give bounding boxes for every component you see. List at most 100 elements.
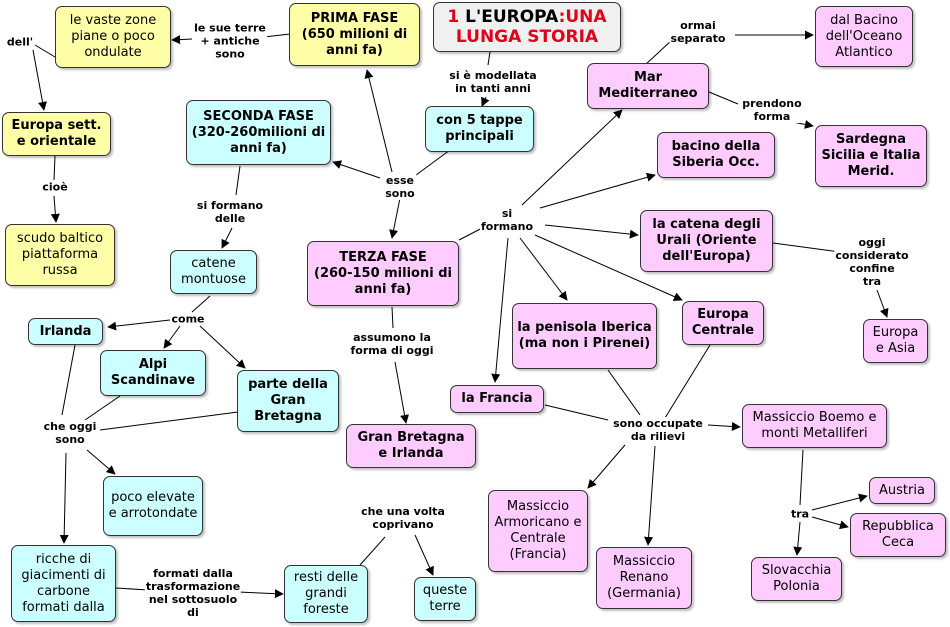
link-line [221,227,233,249]
link-line [664,344,711,419]
link-line [811,493,868,511]
link-line [32,49,47,111]
link-line [389,197,401,239]
link-line [811,516,849,530]
link-line [115,587,149,591]
map-title: 1 L'EUROPA:UNA LUNGA STORIA [433,2,621,52]
node-queste-terre[interactable]: queste terre [414,577,476,621]
link-line [487,51,491,66]
node-scudo[interactable]: scudo baltico piattaforma russa [5,224,115,286]
label-formati-dalla: formati dalla trasformazione nel sottosu… [144,567,242,619]
label-le-sue-terre: le sue terre + antiche sono [193,21,267,61]
node-seconda-fase[interactable]: SECONDA FASE (320-260milioni di anni fa) [186,100,331,165]
node-vaste-zone[interactable]: le vaste zone piane o poco ondulate [55,6,171,68]
node-catene[interactable]: catene montuose [170,250,257,294]
link-line [481,96,490,107]
node-gran-bretagna-parte[interactable]: parte della Gran Bretagna [237,370,339,432]
title-part1: L'EUROPA [459,7,559,27]
link-line [237,589,284,599]
link-line [359,536,386,566]
link-line [86,449,116,475]
node-repubblica-ceca[interactable]: Repubblica Ceca [850,513,946,557]
title-number: 1 [447,7,460,27]
node-bacino-atlantico[interactable]: dal Bacino dell'Oceano Atlantico [815,6,913,67]
link-line [708,91,739,105]
link-line [519,237,568,301]
link-line [199,325,246,369]
link-line [707,422,741,431]
node-francia[interactable]: la Francia [450,385,544,413]
label-si-formano-delle: si formano delle [195,199,265,225]
link-line [53,155,56,181]
link-line [644,445,656,546]
link-line [235,165,241,196]
link-line [84,395,121,421]
link-line [364,69,393,173]
title-part2: UNA LUNGA STORIA [455,7,607,47]
label-assumono: assumono la forma di oggi [349,331,435,357]
link-line [521,109,623,206]
link-line [799,449,804,506]
node-irlanda[interactable]: Irlanda [28,318,103,345]
link-line [544,404,609,421]
label-esse-sono: esse sono [384,174,416,200]
link-line [539,172,656,209]
link-line [163,325,181,349]
node-resti-foreste[interactable]: resti delle grandi foreste [284,565,368,623]
label-che-oggi-sono: che oggi sono [42,420,98,446]
label-si-modellata: si è modellata in tanti anni [448,69,538,95]
label-sono-occupate: sono occupate da rilievi [612,417,704,443]
link-line [394,361,409,424]
link-line [391,306,394,329]
node-ricche-carbone[interactable]: ricche di giacimenti di carbone formati … [11,545,116,622]
node-massiccio-boemo[interactable]: Massiccio Boemo e monti Metalliferi [742,404,887,448]
node-terza-fase[interactable]: TERZA FASE (260-150 milioni di anni fa) [307,241,459,306]
link-line [587,444,626,489]
link-line [50,195,60,223]
label-cioe: cioè [41,180,69,194]
link-line [644,39,673,66]
link-line [107,319,171,331]
link-line [191,295,211,313]
label-si-formano: si formano [479,207,535,233]
label-oggi-considerato: oggi considerato confine tra [834,236,910,288]
link-line [607,369,641,416]
title-colon: : [558,7,566,27]
node-prima-fase[interactable]: PRIMA FASE (650 milioni di anni fa) [289,3,420,66]
node-sardegna[interactable]: Sardegna Sicilia e Italia Merid. [815,125,927,187]
link-line [534,234,683,301]
link-line [544,224,639,239]
link-line [99,411,239,431]
node-poco-elevate[interactable]: poco elevate e arrotondate [103,476,203,536]
link-line [414,534,434,576]
node-slovacchia-polonia[interactable]: Slovacchia Polonia [751,557,842,601]
label-che-una-volta: che una volta coprivano [360,505,446,531]
link-line [59,452,69,544]
node-siberia[interactable]: bacino della Siberia Occ. [657,132,775,178]
node-europa-sett[interactable]: Europa sett. e orientale [2,112,111,156]
node-urali[interactable]: la catena degli Urali (Oriente dell'Euro… [640,210,773,272]
link-line [793,521,803,556]
node-europa-centrale[interactable]: Europa Centrale [682,301,764,345]
node-austria[interactable]: Austria [869,477,935,504]
link-line [61,344,76,416]
label-tra: tra [789,507,811,521]
link-line [411,149,451,179]
link-line [876,289,889,318]
node-mar-mediterraneo[interactable]: Mar Mediterraneo [587,63,709,109]
link-line [171,35,193,45]
link-line [332,160,381,179]
node-gran-bretagna-irlanda[interactable]: Gran Bretagna e Irlanda [346,424,476,468]
label-come: come [170,312,206,326]
node-iberica[interactable]: la penisola Iberica (ma non i Pirenei) [512,303,657,369]
node-tappe[interactable]: con 5 tappe principali [425,106,534,152]
node-europa-asia[interactable]: Europa e Asia [863,319,928,363]
link-line [491,237,509,383]
node-armoricano[interactable]: Massiccio Armoricano e Centrale (Francia… [488,490,588,572]
node-alpi[interactable]: Alpi Scandinave [100,350,206,396]
node-massiccio-renano[interactable]: Massiccio Renano (Germania) [596,547,692,609]
link-line [772,242,841,253]
label-ormai-separato: ormai separato [669,19,727,45]
label-dell: dell' [5,35,35,49]
